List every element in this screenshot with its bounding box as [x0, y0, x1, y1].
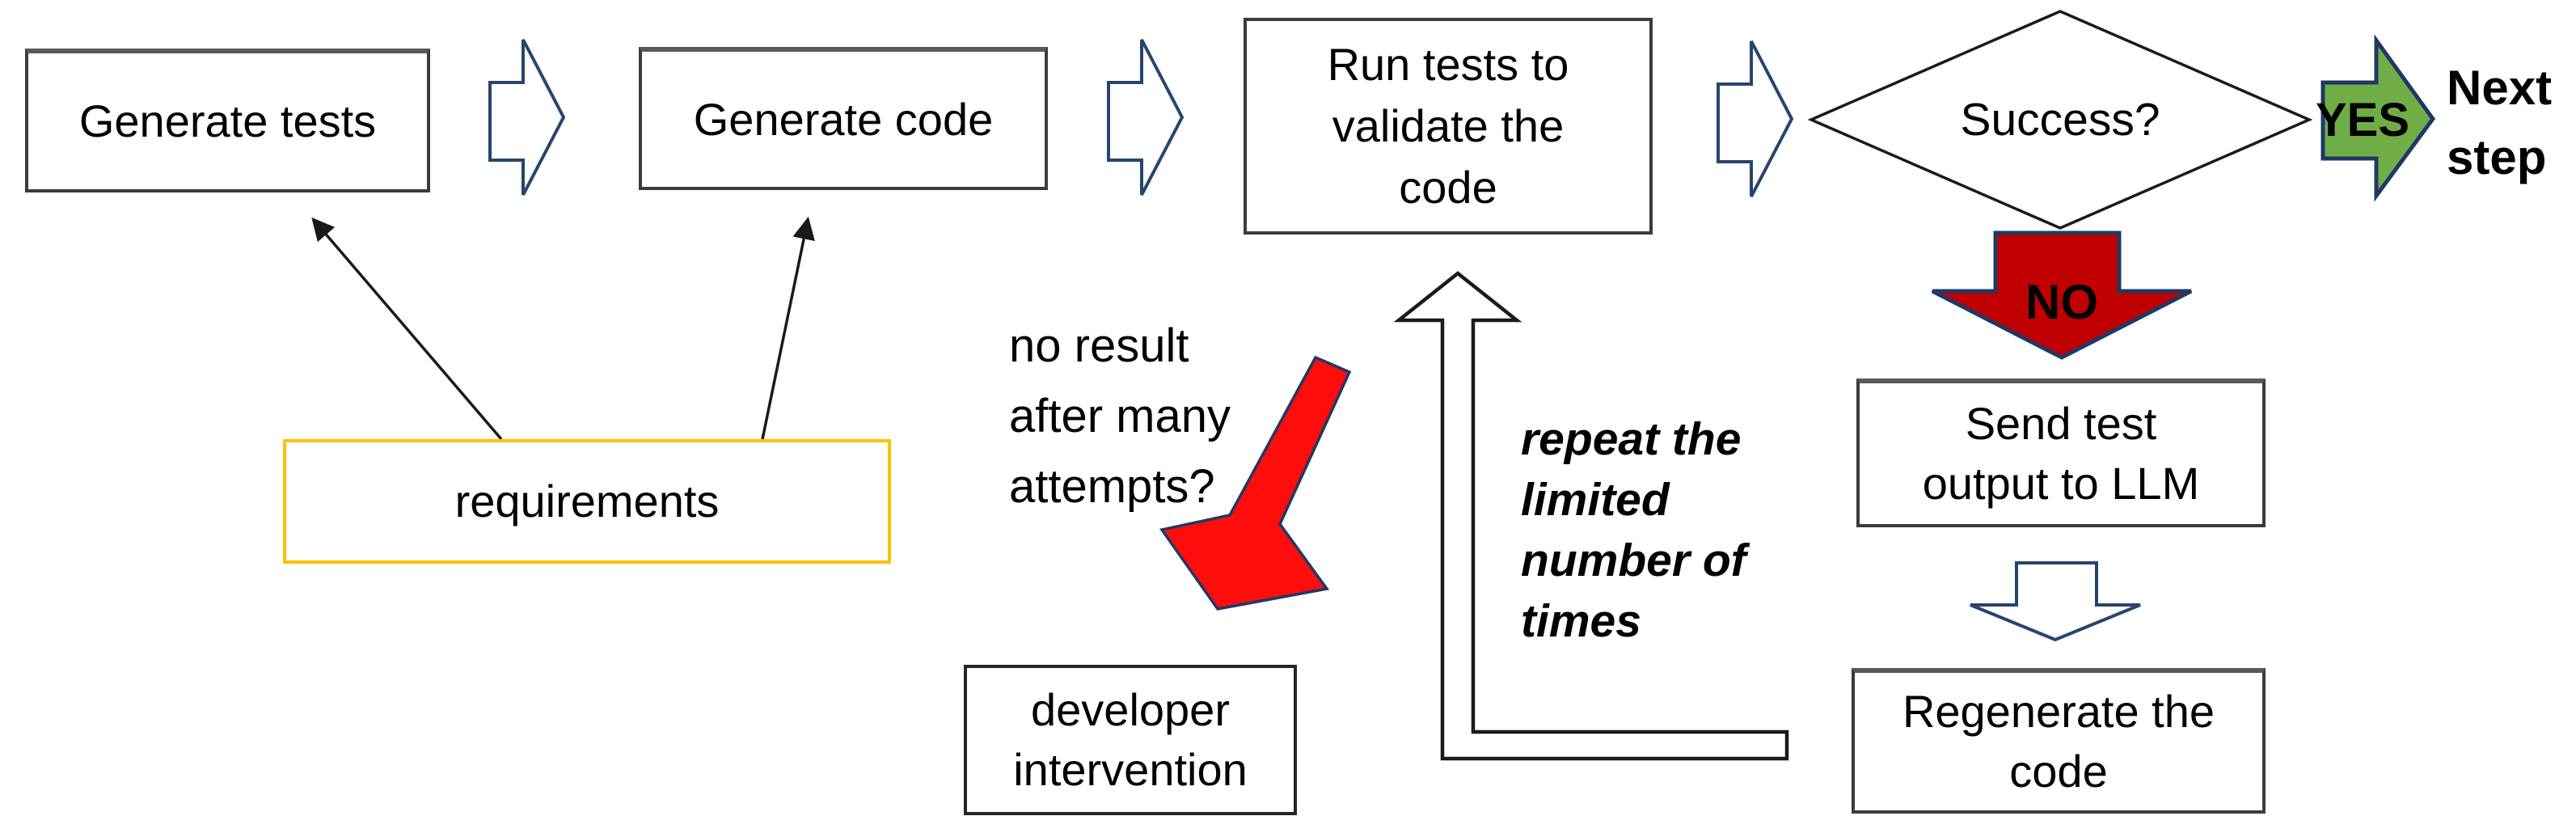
next-step-line: Next [2447, 61, 2553, 115]
note-line: number of [1521, 535, 1746, 586]
connector-requirements-to-generate-code [761, 216, 815, 440]
decision-label: Success? [1960, 94, 2160, 146]
alert-arrow-icon [1159, 355, 1352, 611]
note-line: attempts? [1009, 460, 1215, 513]
repeat-loop-arrow [1393, 271, 1789, 761]
node-label-line: Regenerate the [1902, 686, 2215, 737]
node-send-test-output: Send test output to LLM [1856, 378, 2266, 527]
node-label-line: intervention [1013, 744, 1248, 795]
no-label: NO [1995, 267, 2128, 336]
next-step-line: step [2447, 130, 2547, 184]
node-run-tests: Run tests to validate the code [1244, 18, 1653, 235]
note-line: limited [1521, 474, 1670, 526]
flow-chevron-1-icon [488, 39, 566, 196]
no-arrow-icon [1931, 230, 2193, 360]
down-chevron-icon [1970, 561, 2141, 642]
no-result-note: no result after many attempts? [1009, 311, 1281, 524]
node-requirements: requirements [283, 439, 891, 564]
yes-arrow-icon [2321, 34, 2436, 202]
node-generate-code: Generate code [639, 47, 1048, 190]
node-developer-intervention: developer intervention [964, 665, 1297, 815]
connector-requirements-to-generate-tests [311, 217, 503, 441]
flow-chevron-2-icon [1107, 39, 1185, 196]
success-diamond-label: Success? [1939, 84, 2181, 155]
no-text: NO [2025, 274, 2098, 329]
node-label-line: code [2009, 746, 2108, 797]
note-line: after many [1009, 390, 1231, 442]
note-line: times [1521, 595, 1641, 647]
node-label: Generate tests [78, 95, 377, 146]
node-regenerate-code: Regenerate the code [1852, 668, 2266, 814]
node-label-line: output to LLM [1922, 458, 2200, 509]
node-label-line: Run tests to [1327, 39, 1569, 90]
success-diamond [1807, 10, 2313, 230]
yes-text: YES [2315, 93, 2410, 146]
node-label-line: validate the [1332, 100, 1565, 151]
node-label-line: developer [1031, 684, 1230, 735]
yes-label: YES [2314, 83, 2411, 156]
next-step-label: Next step [2447, 53, 2576, 204]
note-line: no result [1009, 319, 1189, 372]
node-generate-tests: Generate tests [25, 49, 430, 192]
node-label: Generate code [693, 93, 994, 145]
node-label-line: Send test [1965, 398, 2157, 449]
repeat-limited-note: repeat the limited number of times [1521, 409, 1804, 655]
node-label-line: code [1399, 162, 1497, 213]
node-label: requirements [454, 476, 720, 526]
flow-chevron-3-icon [1717, 40, 1794, 197]
note-line: repeat the [1521, 413, 1742, 465]
